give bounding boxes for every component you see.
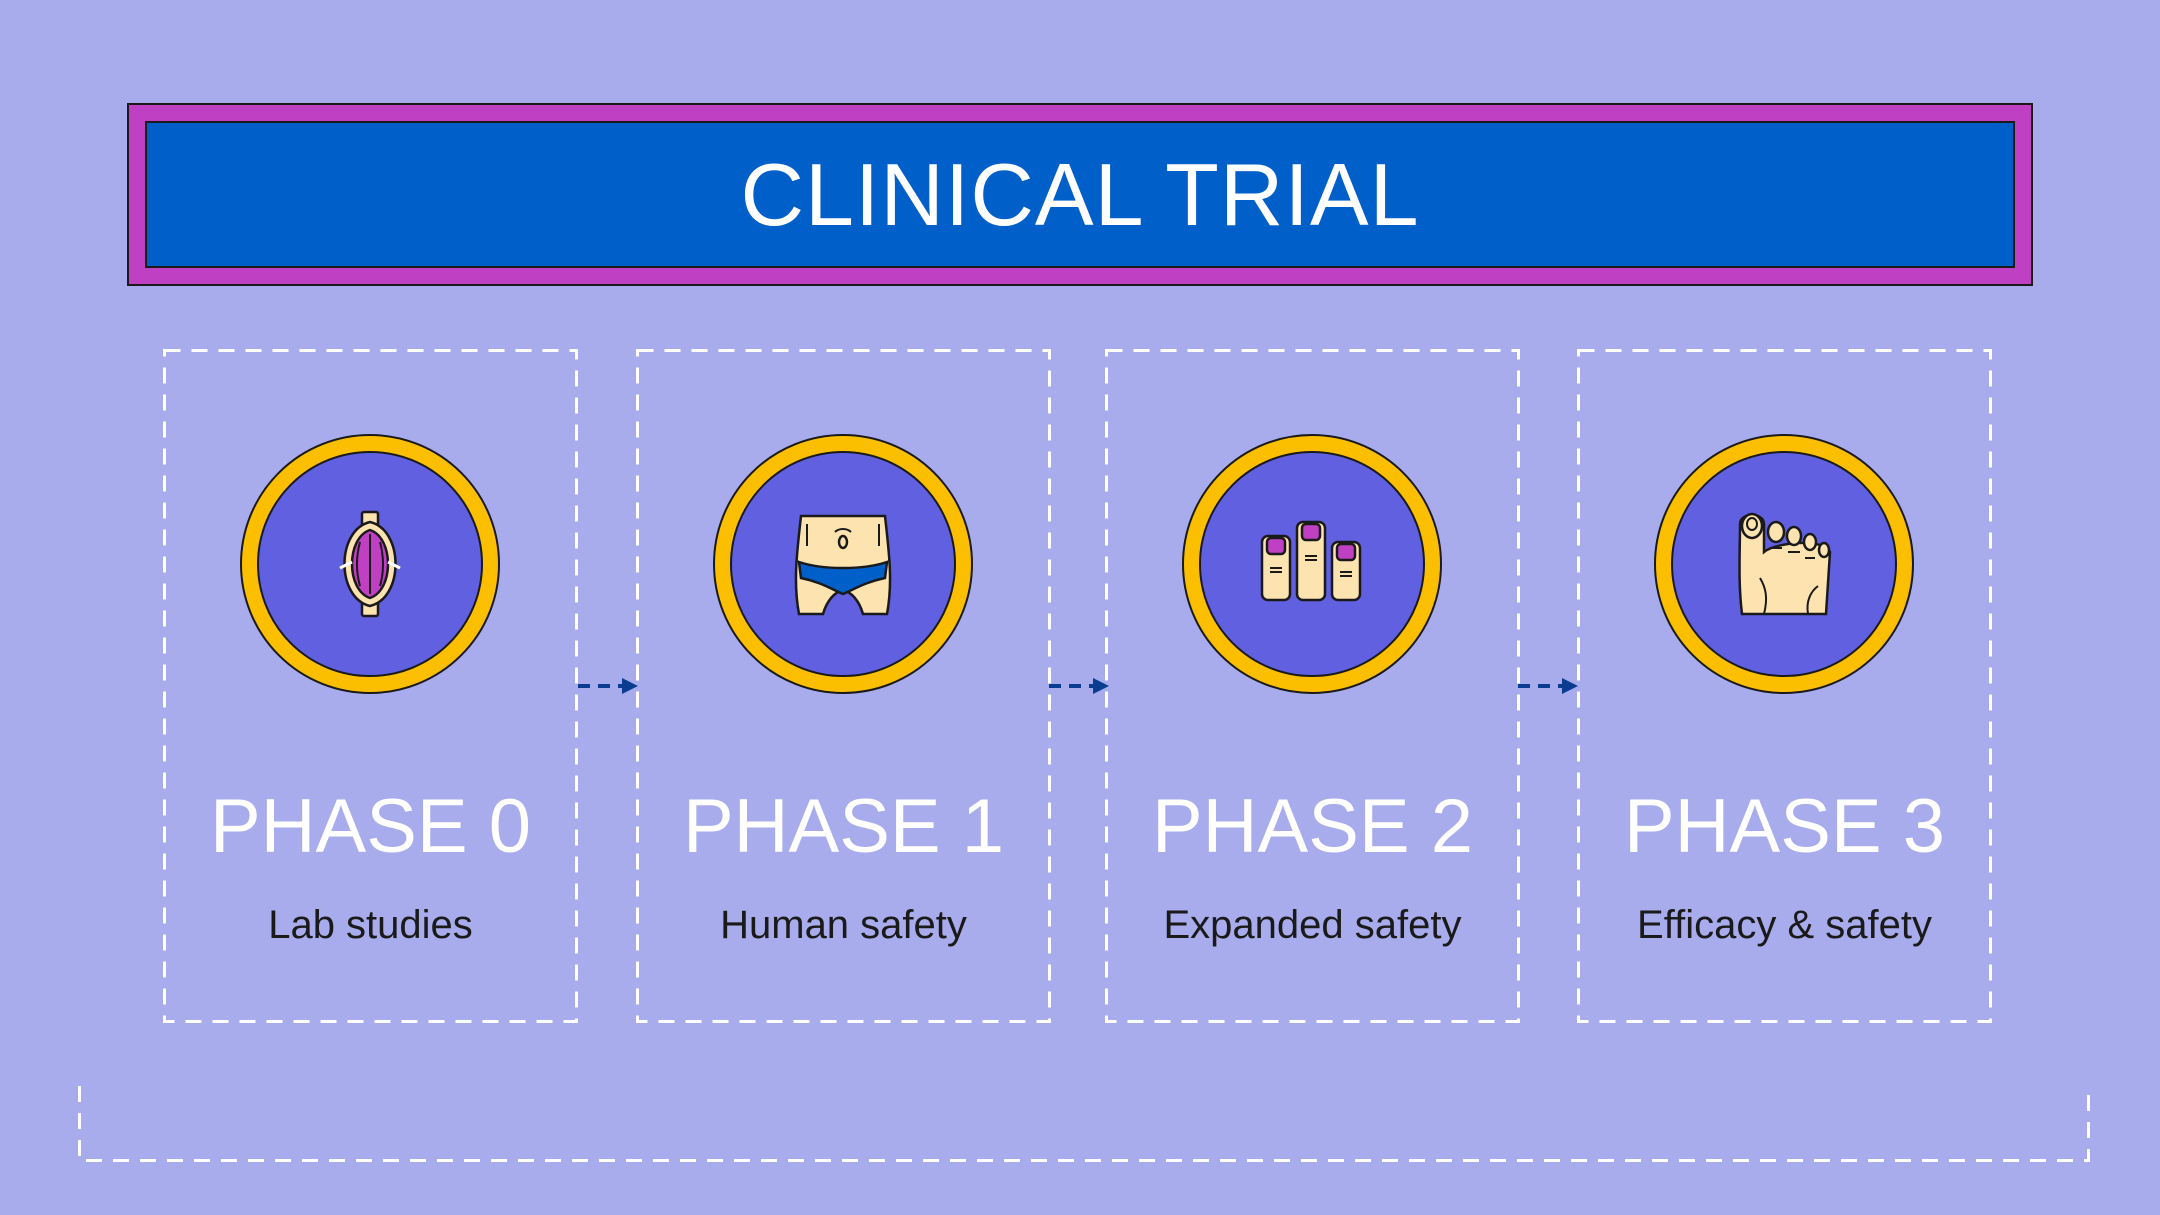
foot-icon (1738, 512, 1832, 616)
flow-arrow (578, 678, 638, 694)
phase-card-0: PHASE 0 Lab studies (163, 349, 578, 1023)
phase-label: PHASE 3 (1623, 784, 1946, 869)
phase-label: PHASE 0 (209, 784, 532, 869)
flow-arrow (1049, 678, 1109, 694)
muscle-icon (339, 510, 401, 618)
title-banner-inner: CLINICAL TRIAL (145, 121, 2015, 268)
phase-card-3: PHASE 3 Efficacy & safety (1577, 349, 1992, 1023)
hips-icon (794, 514, 892, 616)
fingers-icon (1260, 520, 1362, 602)
phase-card-2: PHASE 2 Expanded safety (1105, 349, 1520, 1023)
page-title: CLINICAL TRIAL (740, 144, 1420, 244)
phase-description: Expanded safety (1163, 903, 1462, 947)
flow-arrow (1518, 678, 1578, 694)
title-banner: CLINICAL TRIAL (127, 103, 2033, 286)
phase-description: Human safety (720, 903, 967, 947)
phase-description: Efficacy & safety (1637, 903, 1932, 947)
phase-label: PHASE 2 (1151, 784, 1474, 869)
bottom-dashed-bracket (78, 1086, 2090, 1162)
phase-description: Lab studies (268, 903, 473, 947)
phase-label: PHASE 1 (682, 784, 1005, 869)
phase-card-1: PHASE 1 Human safety (636, 349, 1051, 1023)
